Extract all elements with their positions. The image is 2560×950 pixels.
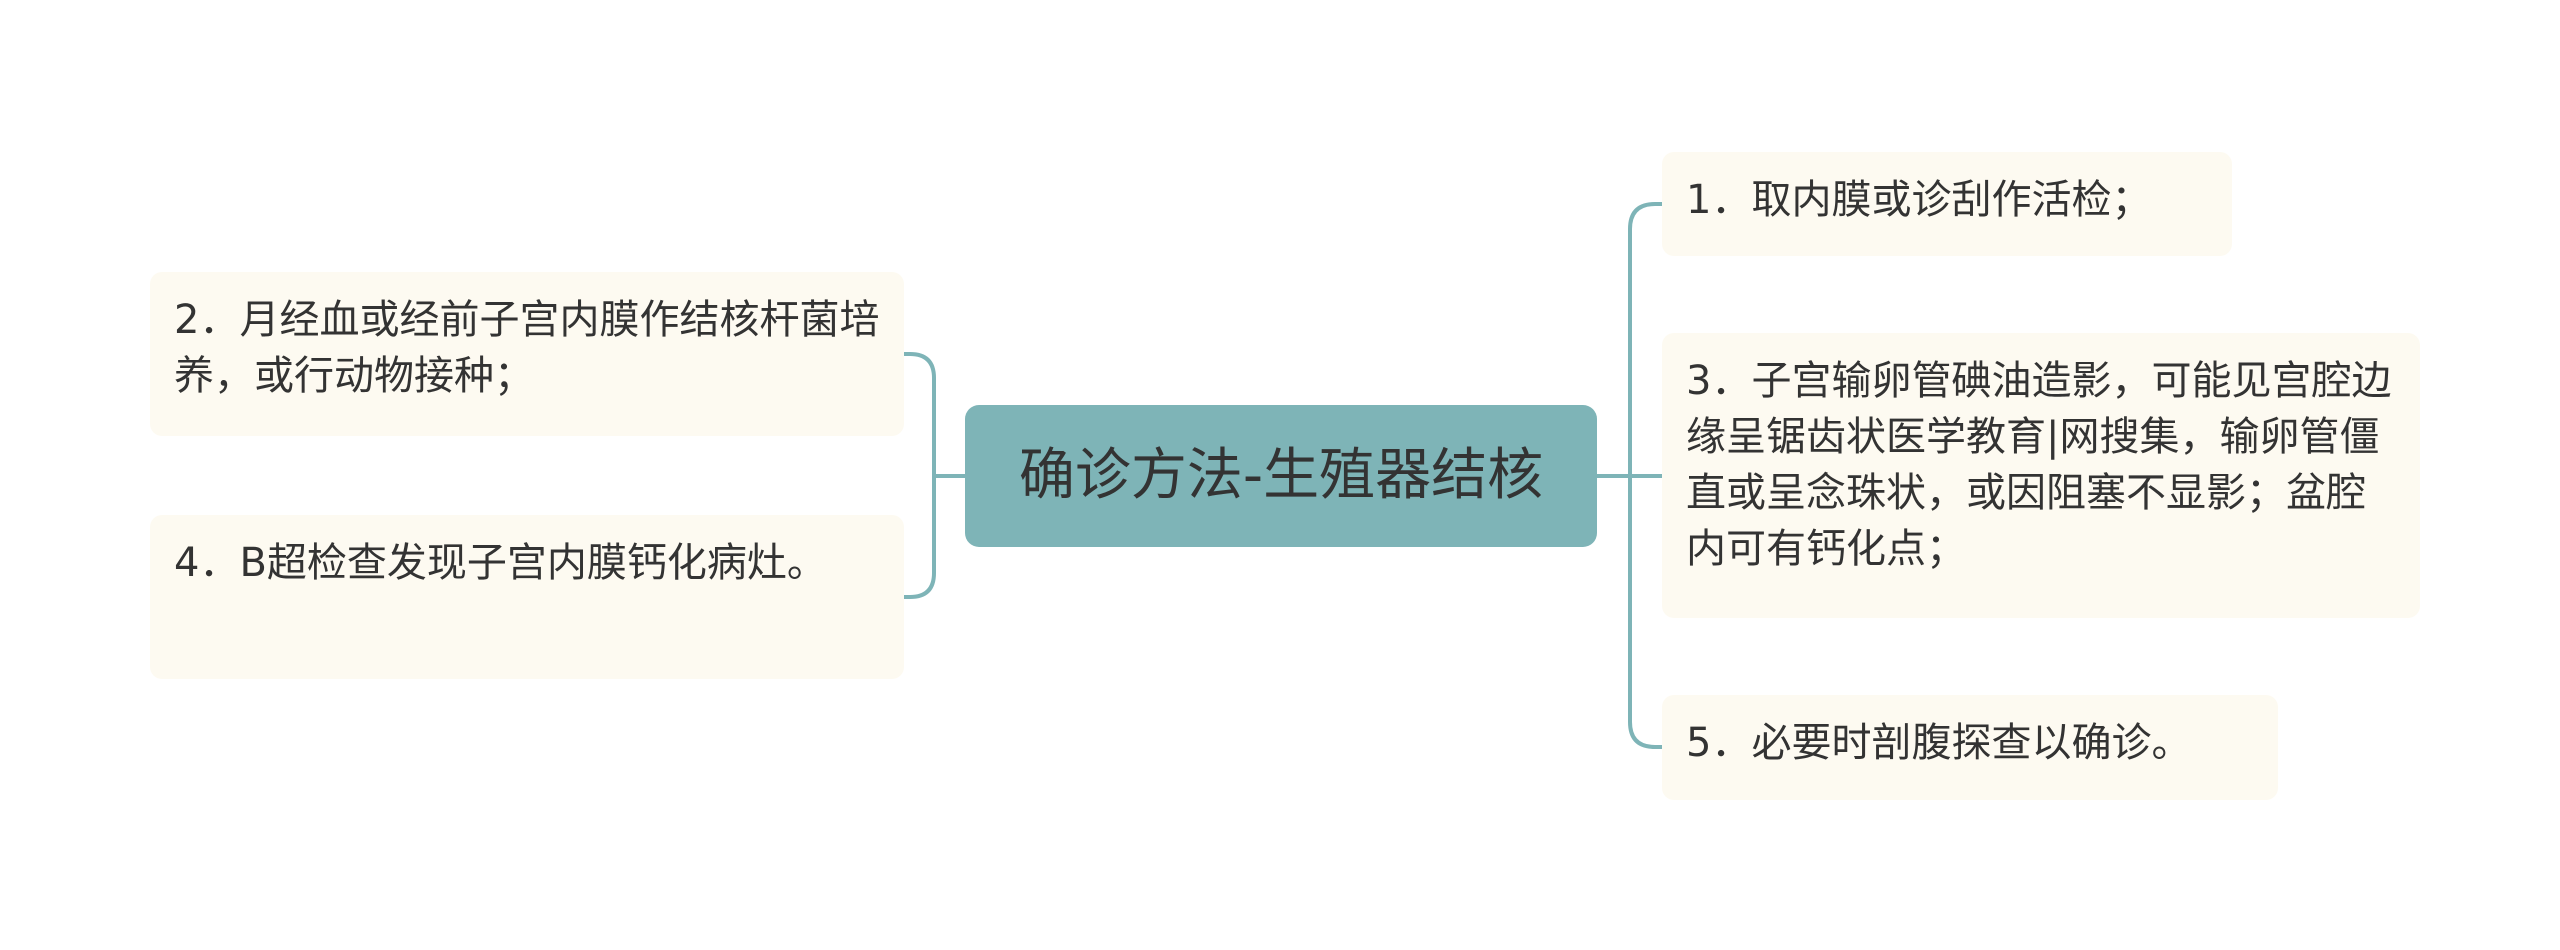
central-topic[interactable]: 确诊方法-生殖器结核	[965, 405, 1597, 547]
connector-left-node-2	[902, 352, 936, 478]
connector-right-node-1	[1628, 202, 1664, 478]
topic-node-3[interactable]: 3．子宫输卵管碘油造影，可能见宫腔边缘呈锯齿状医学教育|网搜集，输卵管僵直或呈念…	[1662, 333, 2420, 618]
topic-node-2[interactable]: 2．月经血或经前子宫内膜作结核杆菌培养，或行动物接种；	[150, 272, 904, 436]
connector-right-node-5	[1628, 474, 1664, 749]
topic-node-5[interactable]: 5．必要时剖腹探查以确诊。	[1662, 695, 2278, 800]
topic-node-1[interactable]: 1．取内膜或诊刮作活检；	[1662, 152, 2232, 256]
connector-left-node-4	[902, 474, 936, 599]
topic-node-4[interactable]: 4．B超检查发现子宫内膜钙化病灶。	[150, 515, 904, 679]
